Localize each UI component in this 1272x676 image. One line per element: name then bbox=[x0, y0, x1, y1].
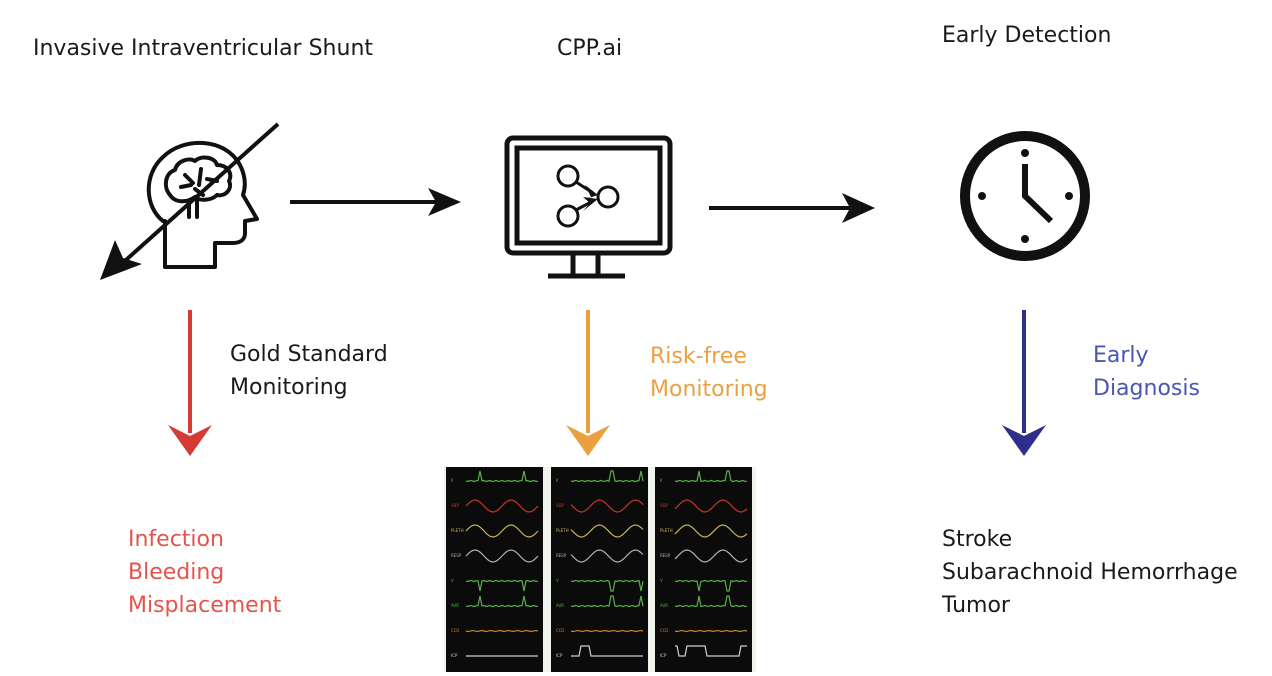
waveform-trace bbox=[465, 549, 539, 563]
down-arrow-red bbox=[168, 310, 212, 456]
flow-arrow-1 bbox=[290, 188, 461, 216]
channel-label: ICP bbox=[451, 653, 458, 658]
channel-label: CO2 bbox=[556, 628, 565, 633]
clock-icon bbox=[960, 131, 1090, 261]
waveform-trace bbox=[674, 595, 748, 608]
waveform-trace bbox=[570, 595, 644, 608]
waveform-trace bbox=[674, 524, 748, 538]
title-early-detection: Early Detection bbox=[942, 23, 1112, 48]
waveform-trace bbox=[674, 499, 748, 513]
waveform-trace bbox=[465, 524, 539, 538]
crossed-out-arrow bbox=[100, 122, 280, 280]
diagnosis-item: Stroke bbox=[942, 527, 1013, 552]
title-cpp-ai: CPP.ai bbox=[557, 36, 623, 61]
channel-label: CO2 bbox=[660, 628, 669, 633]
channel-label: II bbox=[660, 478, 662, 483]
monitor-network-icon bbox=[504, 135, 673, 279]
down-arrow-orange bbox=[566, 310, 610, 456]
waveform-trace bbox=[465, 499, 539, 513]
channel-label: ABP bbox=[660, 503, 668, 508]
channel-label: ABP bbox=[451, 503, 459, 508]
waveform-trace bbox=[570, 524, 644, 538]
waveform-trace bbox=[675, 645, 747, 657]
channel-label: PLETH bbox=[660, 528, 673, 533]
channel-label: ICP bbox=[660, 653, 667, 658]
arrow-label-risk-free: Risk-free Monitoring bbox=[650, 340, 768, 406]
waveform-trace bbox=[465, 629, 539, 633]
channel-label: AVR bbox=[451, 603, 459, 608]
waveform-trace bbox=[674, 579, 748, 592]
diagnosis-item: Tumor bbox=[942, 593, 1010, 618]
waveform-trace bbox=[570, 629, 644, 633]
arrow-label-line: Early bbox=[1093, 343, 1149, 368]
waveform-trace bbox=[674, 549, 748, 563]
risk-item: Infection bbox=[128, 527, 224, 552]
waveform-trace bbox=[465, 579, 539, 592]
title-shunt: Invasive Intraventricular Shunt bbox=[33, 36, 374, 61]
arrow-label-early-diagnosis: Early Diagnosis bbox=[1093, 339, 1200, 405]
neural-node-graph bbox=[556, 164, 620, 228]
channel-label: ABP bbox=[556, 503, 564, 508]
waveform-trace bbox=[570, 499, 644, 513]
channel-label: PLETH bbox=[556, 528, 569, 533]
waveform-trace bbox=[465, 595, 539, 608]
channel-label: PLETH bbox=[451, 528, 464, 533]
channel-label: V bbox=[556, 578, 559, 583]
waveform-trace bbox=[674, 470, 748, 483]
arrow-label-line: Diagnosis bbox=[1093, 376, 1200, 401]
risk-list: Infection Bleeding Misplacement bbox=[128, 523, 281, 622]
waveform-trace bbox=[465, 470, 539, 483]
arrow-label-line: Monitoring bbox=[230, 375, 348, 400]
waveform-trace bbox=[571, 645, 643, 657]
waveform-trace bbox=[570, 579, 644, 592]
channel-label: RESP bbox=[451, 553, 462, 558]
channel-label: RESP bbox=[556, 553, 567, 558]
waveform-trace bbox=[674, 629, 748, 633]
arrow-label-line: Risk-free bbox=[650, 344, 747, 369]
channel-label: V bbox=[451, 578, 454, 583]
arrow-label-gold-standard: Gold Standard Monitoring bbox=[230, 338, 388, 404]
channel-label: ICP bbox=[556, 653, 563, 658]
channel-label: RESP bbox=[660, 553, 671, 558]
down-arrow-blue bbox=[1002, 310, 1046, 456]
channel-label: II bbox=[556, 478, 558, 483]
risk-item: Misplacement bbox=[128, 593, 282, 618]
channel-label: V bbox=[660, 578, 663, 583]
diagnosis-item: Subarachnoid Hemorrhage bbox=[942, 560, 1238, 585]
channel-label: CO2 bbox=[451, 628, 460, 633]
channel-label: AVR bbox=[660, 603, 668, 608]
waveform-trace bbox=[570, 470, 644, 483]
diagnosis-list: Stroke Subarachnoid Hemorrhage Tumor bbox=[942, 523, 1238, 622]
waveform-trace bbox=[570, 549, 644, 563]
arrow-label-line: Gold Standard bbox=[230, 342, 388, 367]
channel-label: AVR bbox=[556, 603, 564, 608]
flow-arrow-2 bbox=[709, 193, 875, 223]
risk-item: Bleeding bbox=[128, 560, 225, 585]
channel-label: II bbox=[451, 478, 453, 483]
arrow-label-line: Monitoring bbox=[650, 377, 768, 402]
